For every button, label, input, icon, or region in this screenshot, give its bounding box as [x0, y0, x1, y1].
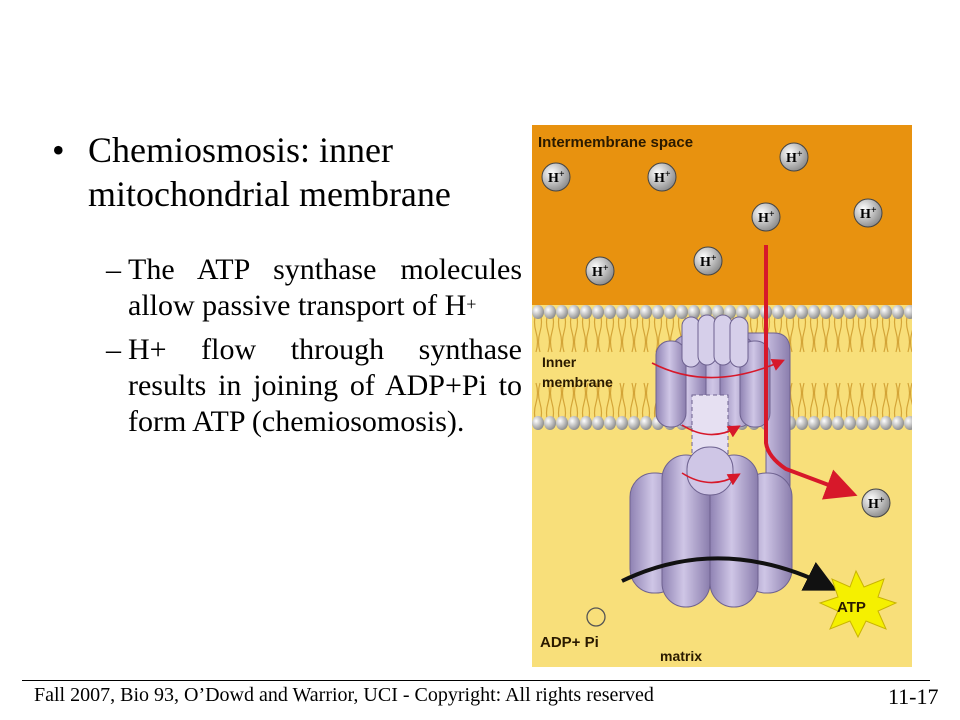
dash-1: – — [106, 253, 121, 286]
lipid-head — [556, 416, 568, 430]
proton-icon: H+ — [693, 246, 723, 276]
lipid-head — [652, 305, 664, 319]
lipid-head — [604, 305, 616, 319]
lipid-head — [688, 305, 700, 319]
sub-bullet-1: – The ATP synthase molecules allow passi… — [106, 252, 522, 324]
lipid-head — [592, 305, 604, 319]
lipid-head — [868, 416, 880, 430]
lipid-head — [772, 305, 784, 319]
lipid-head — [580, 416, 592, 430]
lipid-head — [808, 305, 820, 319]
lipid-head — [784, 305, 796, 319]
dash-2: – — [106, 333, 121, 366]
lipid-head — [544, 416, 556, 430]
bullet-main-text: Chemiosmosis: inner mitochondrial membra… — [88, 130, 451, 214]
footer-text: Fall 2007, Bio 93, O’Dowd and Warrior, U… — [34, 684, 654, 706]
atp-synthesis-arrow — [621, 556, 838, 591]
proton-icon: H+ — [647, 162, 677, 192]
lipid-head — [664, 305, 676, 319]
lipid-head — [616, 416, 628, 430]
lipid-head — [568, 416, 580, 430]
sub-bullet-1-text: The ATP synthase molecules allow passive… — [128, 253, 522, 322]
protons: H+ H+ H+ H+ H+ H+ H+ H+ — [541, 142, 891, 518]
proton-icon: H+ — [585, 256, 615, 286]
bullet-main: • Chemiosmosis: inner mitochondrial memb… — [52, 128, 522, 216]
proton-flow-arrow — [764, 245, 858, 500]
lipid-head — [676, 305, 688, 319]
matrix-label: matrix — [660, 648, 702, 664]
lipid-head — [892, 305, 904, 319]
lipid-head — [904, 416, 912, 430]
lipid-head — [796, 305, 808, 319]
lipid-head — [532, 416, 544, 430]
lipid-head — [796, 416, 808, 430]
lipid-head — [832, 305, 844, 319]
proton-icon: H+ — [861, 488, 891, 518]
atp-label: ATP — [837, 599, 866, 616]
bullet-list: • Chemiosmosis: inner mitochondrial memb… — [52, 128, 522, 448]
atp-star — [818, 569, 898, 639]
lipid-head — [748, 305, 760, 319]
lipid-head — [544, 305, 556, 319]
lipid-head — [844, 305, 856, 319]
lipid-head — [820, 305, 832, 319]
lipid-head — [628, 416, 640, 430]
lipid-head — [856, 305, 868, 319]
inner-label: Inner — [542, 354, 577, 370]
lipid-head — [604, 416, 616, 430]
lipid-head — [532, 305, 544, 319]
lipid-head — [736, 305, 748, 319]
membrane-label: membrane — [542, 374, 613, 390]
lipid-head — [904, 305, 912, 319]
lipid-head — [640, 305, 652, 319]
sub-bullet-1-sup: + — [466, 294, 477, 314]
lipid-head — [556, 305, 568, 319]
adp-label: ADP+ Pi — [540, 634, 599, 651]
lipid-head — [808, 416, 820, 430]
lipid-head — [820, 416, 832, 430]
bullet-dot: • — [52, 130, 65, 170]
lipid-head — [568, 305, 580, 319]
lipid-head — [628, 305, 640, 319]
lipid-head — [892, 416, 904, 430]
proton-icon: H+ — [541, 162, 571, 192]
proton-icon: H+ — [751, 202, 781, 232]
lipid-head — [580, 305, 592, 319]
footer-divider — [22, 680, 930, 681]
lipid-head — [856, 416, 868, 430]
intermembrane-label: Intermembrane space — [538, 134, 693, 151]
atp-synthase-figure: ATP H+ H+ H+ H+ H+ H+ H+ H+ Intermembrane space… — [532, 125, 912, 667]
lipid-head — [592, 416, 604, 430]
adp-circle — [586, 607, 606, 627]
sub-bullet-2-text: H+ flow through synthase results in join… — [128, 333, 522, 438]
sub-bullets: – The ATP synthase molecules allow passi… — [52, 252, 522, 440]
lipid-head — [640, 416, 652, 430]
proton-icon: H+ — [779, 142, 809, 172]
lipid-head — [868, 305, 880, 319]
lipid-head — [616, 305, 628, 319]
lipid-head — [880, 416, 892, 430]
lipid-head — [880, 305, 892, 319]
lipid-head — [832, 416, 844, 430]
proton-icon: H+ — [853, 198, 883, 228]
lipid-head — [844, 416, 856, 430]
sub-bullet-2: – H+ flow through synthase results in jo… — [106, 332, 522, 440]
slide-number: 11-17 — [888, 684, 939, 709]
